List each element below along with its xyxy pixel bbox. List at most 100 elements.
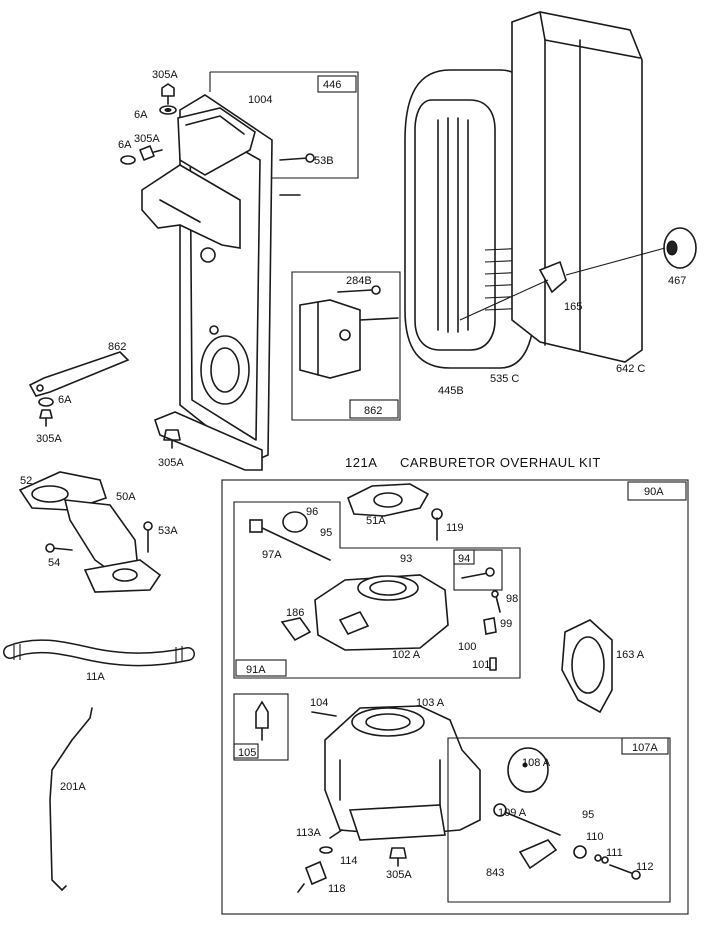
shaft-109A: [493, 803, 561, 836]
label-54: 54: [48, 557, 60, 569]
label-163A: 163 A: [616, 649, 645, 661]
label-642C: 642 C: [616, 363, 645, 375]
label-94: 94: [458, 553, 470, 565]
bolt-305A-d: [163, 429, 181, 449]
pin-104: [311, 711, 337, 717]
screw-119: [431, 508, 443, 541]
label-99: 99: [500, 618, 512, 630]
part-99: [483, 617, 497, 635]
label-118: 118: [328, 883, 346, 895]
washer-114: [319, 846, 333, 854]
clip-165: [459, 247, 666, 321]
washer-6A-a: [159, 105, 177, 115]
label-113A: 113A: [296, 827, 322, 839]
label-50A: 50A: [116, 491, 136, 503]
label-862-left: 862: [108, 341, 126, 353]
screw-54: [45, 543, 73, 553]
needle-box-105: [233, 693, 289, 761]
bolt-305A-top: [161, 83, 175, 105]
lever-110: [518, 839, 558, 870]
label-103A: 103 A: [416, 697, 445, 709]
label-90A: 90A: [644, 486, 664, 498]
label-109A: 109 A: [498, 807, 527, 819]
washer-6A-c: [38, 397, 54, 407]
kit-box-91A: [233, 501, 521, 679]
spring-843: [573, 845, 587, 859]
label-6A-b: 6A: [118, 139, 132, 151]
label-96: 96: [306, 506, 318, 518]
label-165: 165: [564, 301, 582, 313]
label-186: 186: [286, 607, 304, 619]
valve-118: [297, 860, 328, 893]
label-201A: 201A: [60, 781, 86, 793]
kit-box-107A: [447, 737, 671, 903]
fitting-186: [280, 617, 312, 642]
label-97A: 97A: [262, 549, 282, 561]
label-95b: 95: [582, 809, 594, 821]
label-93: 93: [400, 553, 412, 565]
label-305A-e: 305A: [386, 869, 412, 881]
label-305A-c: 305A: [36, 433, 62, 445]
label-445B: 445B: [438, 385, 464, 397]
bolt-305A-c: [39, 409, 53, 427]
air-cleaner-base: [141, 94, 301, 471]
label-107A: 107A: [632, 742, 658, 754]
label-121A: 121A: [345, 455, 377, 470]
label-98: 98: [506, 593, 518, 605]
label-305A-d: 305A: [158, 457, 184, 469]
label-108A: 108 A: [522, 757, 551, 769]
screw-53B: [279, 153, 315, 163]
label-467: 467: [668, 275, 686, 287]
carburetor-upper-body: [314, 574, 449, 651]
labels: 305A 1004 446 6A 6A 305A 53B 284B 862 86…: [20, 69, 686, 895]
label-100: 100: [458, 641, 476, 653]
callout-446: [209, 71, 359, 179]
throttle-plate-96: [282, 511, 308, 533]
carburetor-lower-body: [324, 705, 481, 841]
pleats: [484, 247, 531, 311]
part-98: [491, 590, 501, 613]
label-1004: 1004: [248, 94, 272, 106]
label-53B: 53B: [314, 155, 334, 167]
screw-53A: [143, 521, 153, 553]
label-52: 52: [20, 475, 32, 487]
label-110: 110: [586, 831, 604, 843]
label-114: 114: [340, 855, 358, 867]
brace-862: [28, 351, 130, 397]
screw-112: [609, 864, 641, 880]
knob-467: [663, 227, 697, 269]
label-284B: 284B: [346, 275, 372, 287]
label-535C: 535 C: [490, 373, 519, 385]
callout-862: [291, 271, 401, 421]
needle-113A: [329, 829, 343, 839]
kit-title: CARBURETOR OVERHAUL KIT: [400, 455, 601, 470]
label-6A-c: 6A: [58, 394, 72, 406]
choke-plate-108A: [507, 747, 549, 793]
label-104: 104: [310, 697, 328, 709]
label-11A: 11A: [86, 671, 105, 683]
label-305A-top: 305A: [152, 69, 178, 81]
label-95a: 95: [320, 527, 332, 539]
intake-elbow: [18, 471, 162, 593]
label-843: 843: [486, 867, 504, 879]
label-91A: 91A: [246, 664, 266, 676]
part-101: [489, 657, 497, 671]
label-51A: 51A: [366, 515, 386, 527]
label-305A-b: 305A: [134, 133, 160, 145]
gasket-51A: [346, 483, 430, 517]
label-862-box: 862: [364, 405, 382, 417]
washers-111: [594, 854, 609, 864]
shaft-97A: [249, 519, 331, 561]
label-101: 101: [472, 659, 490, 671]
hose-11A: [3, 639, 195, 667]
kit-box-90A: [221, 479, 689, 915]
label-111: 111: [606, 847, 623, 859]
label-112: 112: [636, 861, 654, 873]
label-53A: 53A: [158, 525, 178, 537]
gasket-163A: [561, 619, 613, 714]
screw-box-94: [453, 549, 503, 591]
label-102A: 102 A: [392, 649, 421, 661]
label-119: 119: [446, 522, 464, 534]
